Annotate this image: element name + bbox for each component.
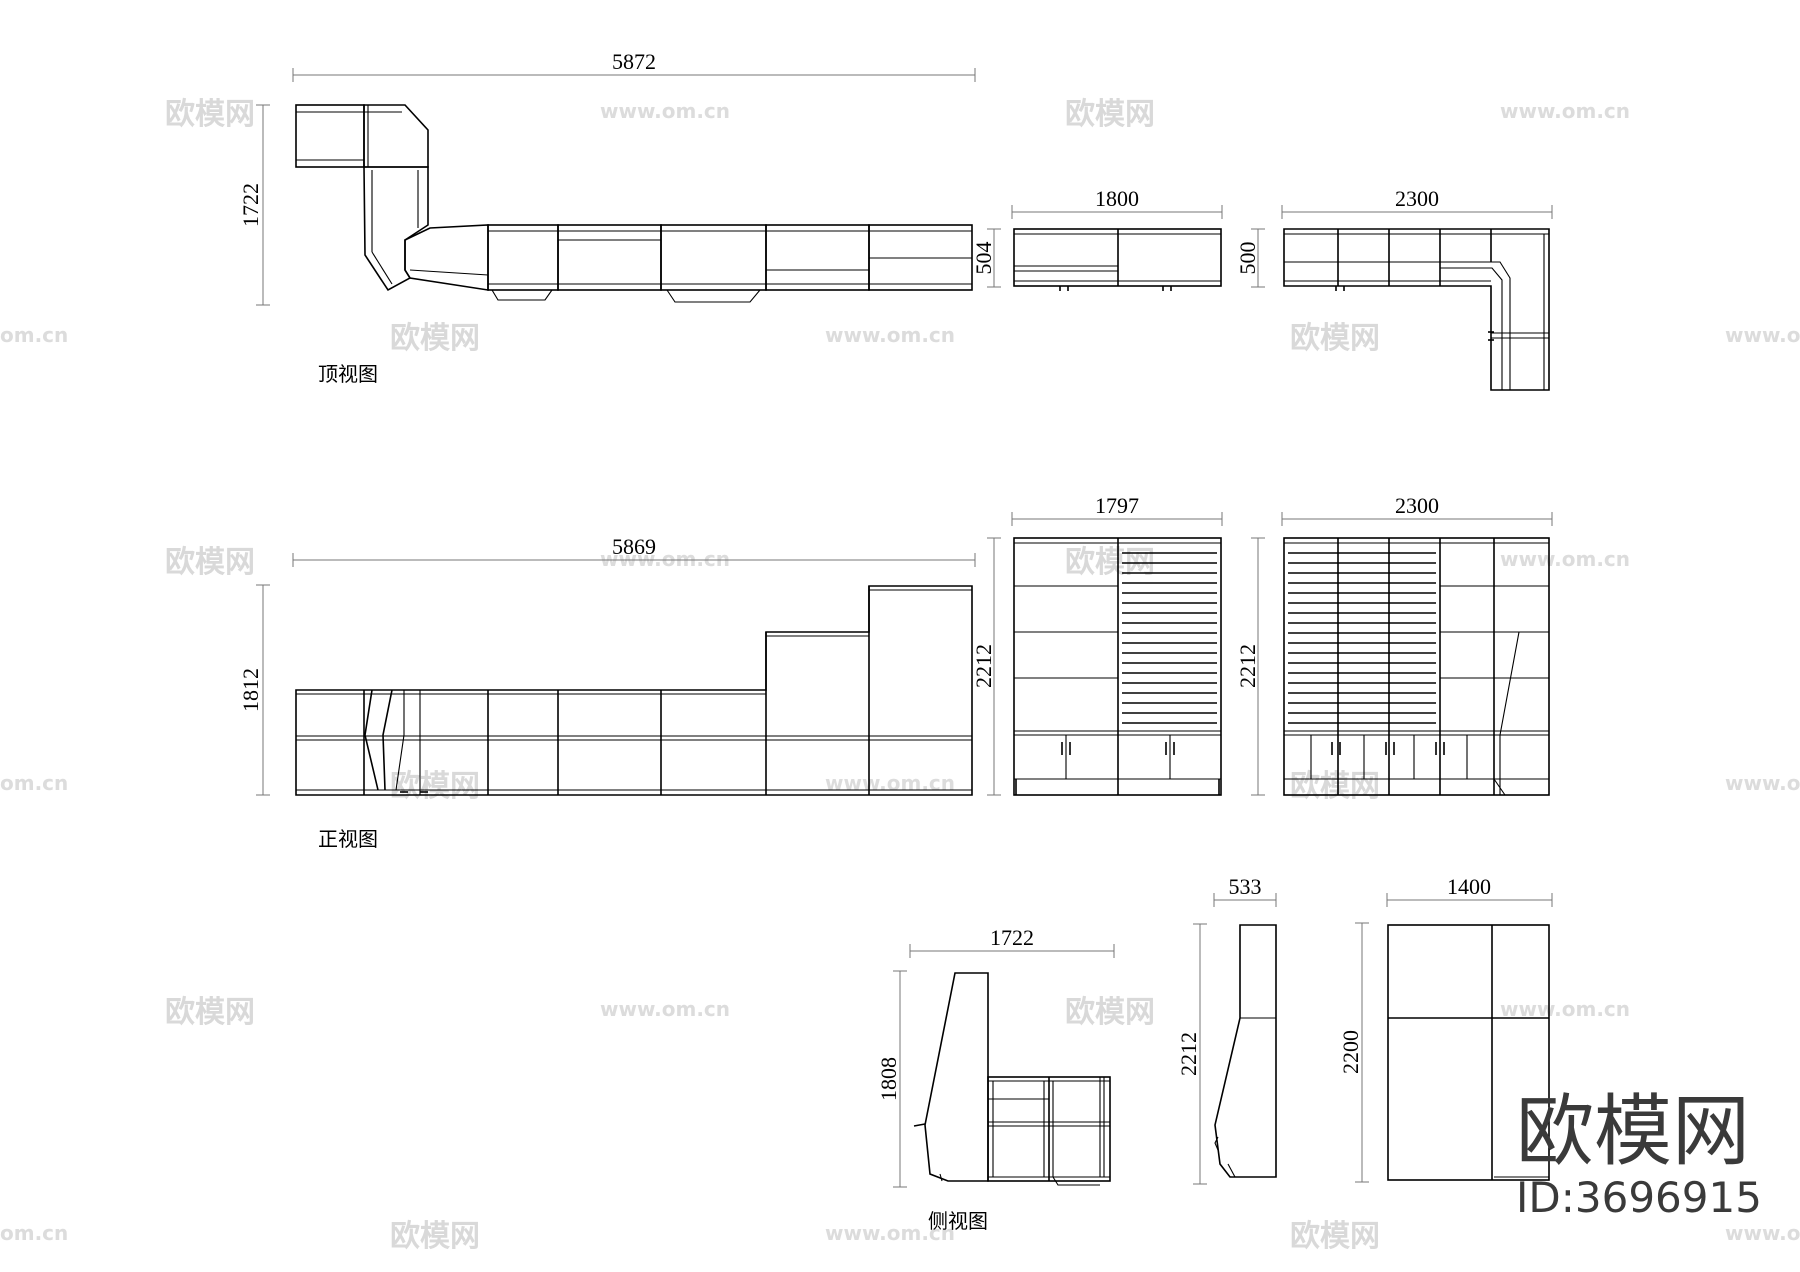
dimension-label: 2212 (971, 644, 996, 688)
watermark-brand: 欧模网 (1290, 321, 1380, 356)
dimension-label: 1722 (238, 183, 263, 227)
watermark-brand: 欧模网 (1290, 1219, 1380, 1254)
dimension-line: 1797 (1011, 493, 1223, 526)
dimension-label: 1722 (990, 925, 1034, 950)
watermark-site: www.om.cn (1725, 323, 1800, 347)
watermark-site: om.cn (0, 1221, 68, 1245)
watermark-brand: 欧模网 (165, 97, 255, 132)
dimension-label: 2300 (1395, 493, 1439, 518)
view-caption: 正视图 (318, 827, 378, 851)
watermark-site: www.om.cn (1500, 547, 1630, 571)
dimension-label: 2200 (1338, 1030, 1363, 1074)
side-view-b: 533 2212 (1176, 874, 1277, 1185)
view-caption: 顶视图 (318, 362, 378, 386)
top-view-right: 2300 500 (1235, 186, 1553, 391)
dimension-line: 2212 (1176, 923, 1207, 1185)
watermark-site: www.om.cn (600, 547, 730, 571)
dimension-label: 504 (971, 242, 996, 275)
front-view-main: 5869 1812 正视图 (238, 534, 976, 851)
dimension-label: 533 (1229, 874, 1262, 899)
top-view-main: 5872 1722 (238, 49, 976, 386)
watermark-site: www.om.cn (600, 99, 730, 123)
dimension-line: 533 (1213, 874, 1277, 907)
watermark-brand: 欧模网 (390, 769, 480, 804)
watermark-brand: 欧模网 (165, 995, 255, 1030)
dimension-label: 1808 (876, 1057, 901, 1101)
dimension-line: 2212 (971, 537, 1001, 796)
front-view-middle: 1797 2212 (971, 493, 1223, 796)
watermark-brand: 欧模网 (390, 1219, 480, 1254)
watermark-brand: 欧模网 (1065, 995, 1155, 1030)
dimension-line: 504 (971, 228, 1001, 288)
watermark-brand: 欧模网 (1290, 769, 1380, 804)
shelf-slats (1122, 552, 1217, 724)
dimension-line: 1800 (1011, 186, 1223, 219)
view-caption: 侧视图 (928, 1209, 988, 1233)
dimension-line: 1722 (909, 925, 1115, 958)
dimension-label: 500 (1235, 242, 1260, 275)
dimension-line: 5869 (292, 534, 976, 567)
watermark-site: www.om.cn (1500, 99, 1630, 123)
watermark-site: www.om.cn (1725, 1221, 1800, 1245)
logo-id: ID:3696915 (1516, 1173, 1762, 1222)
dimension-label: 2212 (1176, 1032, 1201, 1076)
dimension-line: 2300 (1281, 493, 1553, 526)
dimension-line: 2212 (1235, 537, 1265, 796)
side-view-a: 1722 1808 侧视图 (876, 925, 1115, 1233)
front-view-right: 2300 2212 (1235, 493, 1553, 796)
watermark-brand: 欧模网 (390, 321, 480, 356)
side-view-c: 1400 2200 (1338, 874, 1553, 1183)
dimension-label: 2300 (1395, 186, 1439, 211)
watermark-brand: 欧模网 (1065, 97, 1155, 132)
dimension-label: 1797 (1095, 493, 1139, 518)
dimension-label: 1800 (1095, 186, 1139, 211)
watermark-layer: 欧模网 www.om.cn 欧模网 www.om.cn om.cn 欧模网 ww… (0, 97, 1800, 1254)
watermark-site: www.om.cn (825, 323, 955, 347)
shelf-slats (1288, 552, 1436, 724)
dimension-label: 1812 (238, 668, 263, 712)
dimension-line: 1722 (238, 104, 270, 306)
dimension-line: 1812 (238, 584, 270, 796)
logo-text: 欧模网 (1516, 1087, 1750, 1177)
dimension-label: 2212 (1235, 644, 1260, 688)
watermark-site: www.om.cn (600, 997, 730, 1021)
watermark-site: www.om.cn (825, 1221, 955, 1245)
watermark-site: www.om.cn (1500, 997, 1630, 1021)
top-view-middle: 1800 504 (971, 186, 1223, 291)
dimension-line: 2200 (1338, 922, 1369, 1183)
dimension-label: 5869 (612, 534, 656, 559)
watermark-site: om.cn (0, 323, 68, 347)
watermark-site: www.om.cn (825, 771, 955, 795)
watermark-site: om.cn (0, 771, 68, 795)
watermark-site: www.om.cn (1725, 771, 1800, 795)
watermark-brand: 欧模网 (165, 545, 255, 580)
dimension-label: 5872 (612, 49, 656, 74)
dimension-line: 5872 (292, 49, 976, 82)
dimension-line: 500 (1235, 228, 1265, 288)
dimension-label: 1400 (1447, 874, 1491, 899)
dimension-line: 1400 (1386, 874, 1553, 907)
dimension-line: 1808 (876, 970, 907, 1188)
brand-logo: 欧模网 ID:3696915 (1516, 1087, 1762, 1222)
dimension-line: 2300 (1281, 186, 1553, 219)
